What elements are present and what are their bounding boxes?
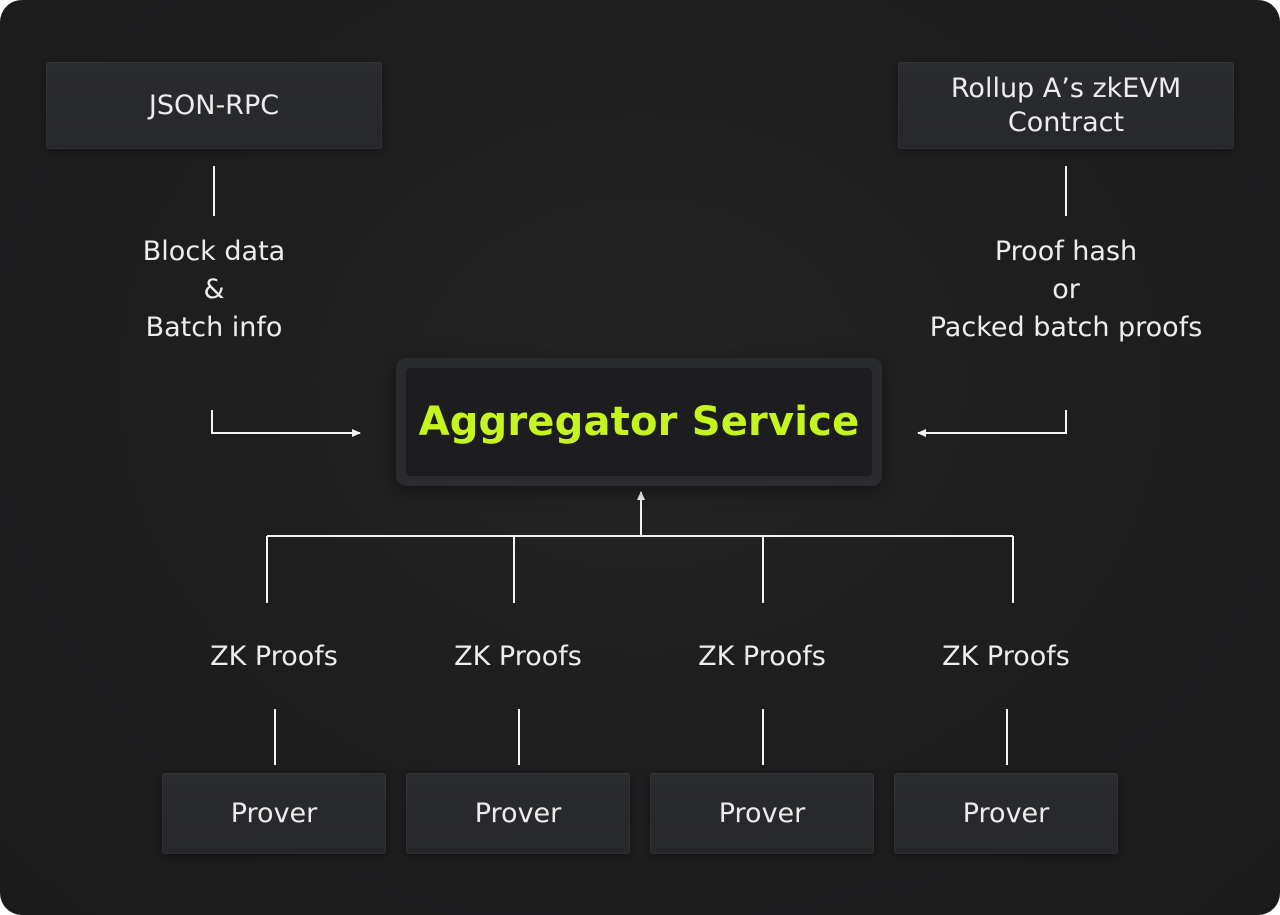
zk-proofs-label-1: ZK Proofs <box>210 641 338 672</box>
right-edge-label: Proof hash or Packed batch proofs <box>929 236 1203 343</box>
aggregator-service-title: Aggregator Service <box>418 399 860 445</box>
prover-node-4: Prover <box>894 773 1118 854</box>
prover-label: Prover <box>474 797 562 829</box>
prover-label: Prover <box>962 797 1050 829</box>
left-edge-label: Block data & Batch info <box>142 236 286 343</box>
zk-proofs-label-3: ZK Proofs <box>698 641 826 672</box>
json-rpc-label: JSON-RPC <box>148 89 280 121</box>
prover-node-3: Prover <box>650 773 874 854</box>
contract-label-line1: Rollup A’s zkEVM <box>950 72 1182 104</box>
edge-left-arrow <box>211 410 361 437</box>
json-rpc-node: JSON-RPC <box>46 62 382 149</box>
prover-label: Prover <box>718 797 806 829</box>
edge-right-arrow <box>917 410 1067 437</box>
contract-label-line2: Contract <box>1007 106 1125 138</box>
prover-node-1: Prover <box>162 773 386 854</box>
zk-proofs-label-4: ZK Proofs <box>942 641 1070 672</box>
prover-node-2: Prover <box>406 773 630 854</box>
zk-proofs-label-2: ZK Proofs <box>454 641 582 672</box>
zkevm-contract-node: Rollup A’s zkEVM Contract <box>898 62 1234 149</box>
prover-label: Prover <box>230 797 318 829</box>
aggregator-service-node: Aggregator Service <box>396 358 882 486</box>
